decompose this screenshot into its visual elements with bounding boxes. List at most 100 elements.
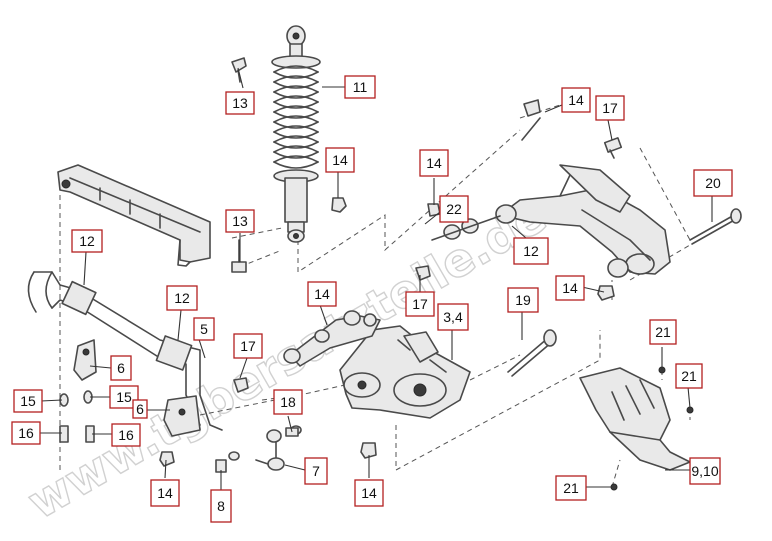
- callout-number: 15: [20, 393, 36, 409]
- callout-number: 3,4: [443, 309, 463, 325]
- callout-box: [71, 229, 103, 253]
- callout-c14c: 14: [419, 149, 449, 205]
- callout-c14d: 14: [555, 275, 605, 301]
- callout-c21a: 21: [649, 319, 677, 370]
- callout-box: [437, 303, 469, 331]
- callout-number: 20: [705, 175, 721, 191]
- stabilizer-bar: [27, 271, 223, 431]
- callout-c22: 22: [424, 195, 469, 225]
- callout-leader-line: [239, 357, 248, 379]
- bolt-14-upper-right: [521, 99, 541, 141]
- callout-number: 7: [312, 463, 320, 479]
- callout-box: [405, 291, 435, 317]
- callout-number: 21: [655, 324, 671, 340]
- callout-box: [439, 195, 469, 223]
- callout-c20: 20: [693, 169, 733, 222]
- callout-number: 9,10: [691, 463, 718, 479]
- callout-number: 22: [446, 201, 462, 217]
- callout-c11: 11: [322, 75, 376, 99]
- callout-number: 14: [562, 280, 578, 296]
- callout-number: 14: [426, 155, 442, 171]
- nut-14-right: [597, 285, 615, 301]
- callout-leader-line: [607, 119, 613, 141]
- bolt-8: [215, 451, 240, 473]
- callout-box: [193, 317, 215, 341]
- callout-c34: 3,4: [437, 303, 469, 360]
- callout-number: 5: [200, 321, 208, 337]
- callout-c12c: 12: [166, 285, 198, 341]
- callout-c14b: 14: [544, 87, 591, 113]
- lower-control-arm: [339, 325, 471, 419]
- bolt-17-upper-right: [603, 137, 623, 159]
- callout-leader-line: [177, 309, 182, 341]
- callout-c17c: 17: [233, 333, 263, 379]
- callout-number: 12: [79, 233, 95, 249]
- callout-number: 14: [568, 92, 584, 108]
- callout-leader-line: [284, 464, 306, 471]
- frame-crossmember: [57, 164, 211, 267]
- callout-leader-line: [511, 225, 527, 239]
- callout-box: [354, 479, 384, 507]
- callout-leader-line: [40, 399, 63, 402]
- bolt-13-lower: [231, 239, 247, 273]
- callout-c13b: 13: [225, 209, 255, 262]
- callout-number: 14: [361, 485, 377, 501]
- callout-number: 12: [523, 243, 539, 259]
- bolt-19: [507, 329, 557, 377]
- callout-box: [11, 421, 41, 445]
- callout-c12a: 12: [511, 225, 549, 265]
- callout-box: [419, 149, 449, 177]
- callout-number: 14: [314, 286, 330, 302]
- callout-number: 21: [681, 368, 697, 384]
- callout-number: 8: [217, 498, 225, 514]
- callout-leader-line: [581, 286, 605, 293]
- callout-number: 6: [136, 401, 144, 417]
- callout-c14f: 14: [150, 459, 180, 507]
- callout-number: 15: [116, 389, 132, 405]
- bolt-20: [689, 208, 742, 245]
- clamp-bracket-right: [163, 395, 201, 437]
- nut-14-shock: [331, 197, 347, 213]
- callout-c19: 19: [507, 287, 539, 340]
- skid-plate: [579, 367, 691, 471]
- callout-box: [109, 385, 139, 409]
- callout-leader-line: [319, 304, 328, 326]
- callout-c15b: 15: [90, 385, 139, 409]
- callout-c14g: 14: [354, 455, 384, 507]
- nut-14-bottom-left: [159, 451, 175, 467]
- callout-number: 17: [602, 100, 618, 116]
- callout-box: [166, 285, 198, 311]
- callout-box: [225, 209, 255, 233]
- callout-leader-line: [424, 211, 441, 225]
- callout-box: [507, 287, 539, 313]
- callout-box: [555, 275, 585, 301]
- callout-box: [210, 489, 232, 523]
- callout-c6a: 6: [89, 355, 132, 381]
- callout-number: 19: [515, 292, 531, 308]
- callout-c18: 18: [273, 389, 303, 433]
- callout-box: [150, 479, 180, 507]
- callout-box: [225, 91, 255, 115]
- callout-leader-line: [164, 459, 167, 479]
- callout-number: 12: [174, 290, 190, 306]
- callout-c12b: 12: [71, 229, 103, 286]
- callout-number: 16: [18, 425, 34, 441]
- shock-absorber-spring: [271, 25, 321, 243]
- callout-number: 16: [118, 427, 134, 443]
- callout-number: 6: [117, 360, 125, 376]
- callout-c15a: 15: [13, 389, 63, 413]
- callout-leader-line: [287, 415, 293, 433]
- callout-number: 13: [232, 213, 248, 229]
- callout-c8: 8: [210, 470, 232, 523]
- callout-box: [693, 169, 733, 197]
- arm-bushings: [283, 310, 381, 367]
- callout-c14e: 14: [307, 281, 337, 326]
- callout-box: [689, 457, 721, 485]
- callout-box: [561, 87, 591, 113]
- callout-number: 17: [240, 338, 256, 354]
- callout-leader-line: [83, 251, 87, 286]
- nut-17-left: [233, 377, 249, 393]
- nut-14-bottom-center: [360, 442, 377, 459]
